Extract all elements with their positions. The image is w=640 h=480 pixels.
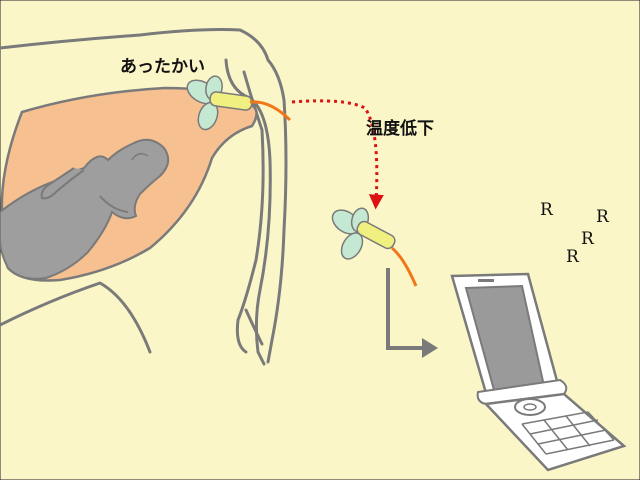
signal-letter: R — [566, 247, 580, 267]
notification-arrow — [386, 268, 438, 358]
label-warm: あったかい — [120, 57, 205, 77]
phone-speaker — [478, 279, 494, 282]
mobile-phone — [450, 272, 627, 472]
signal-letter: R — [581, 229, 595, 249]
label-temperature-drop: 温度低下 — [366, 118, 434, 139]
signal-letter: R — [540, 200, 554, 220]
phone-keypad — [521, 411, 615, 455]
calf-fetus — [0, 138, 170, 280]
temperature-drop-arrow — [291, 99, 384, 210]
cow-outline — [0, 28, 288, 366]
sensor-expelled — [331, 207, 418, 287]
signal-letter: R — [596, 207, 610, 227]
radio-signal: R R R R — [540, 200, 610, 267]
sensor-in-cow — [186, 75, 292, 131]
